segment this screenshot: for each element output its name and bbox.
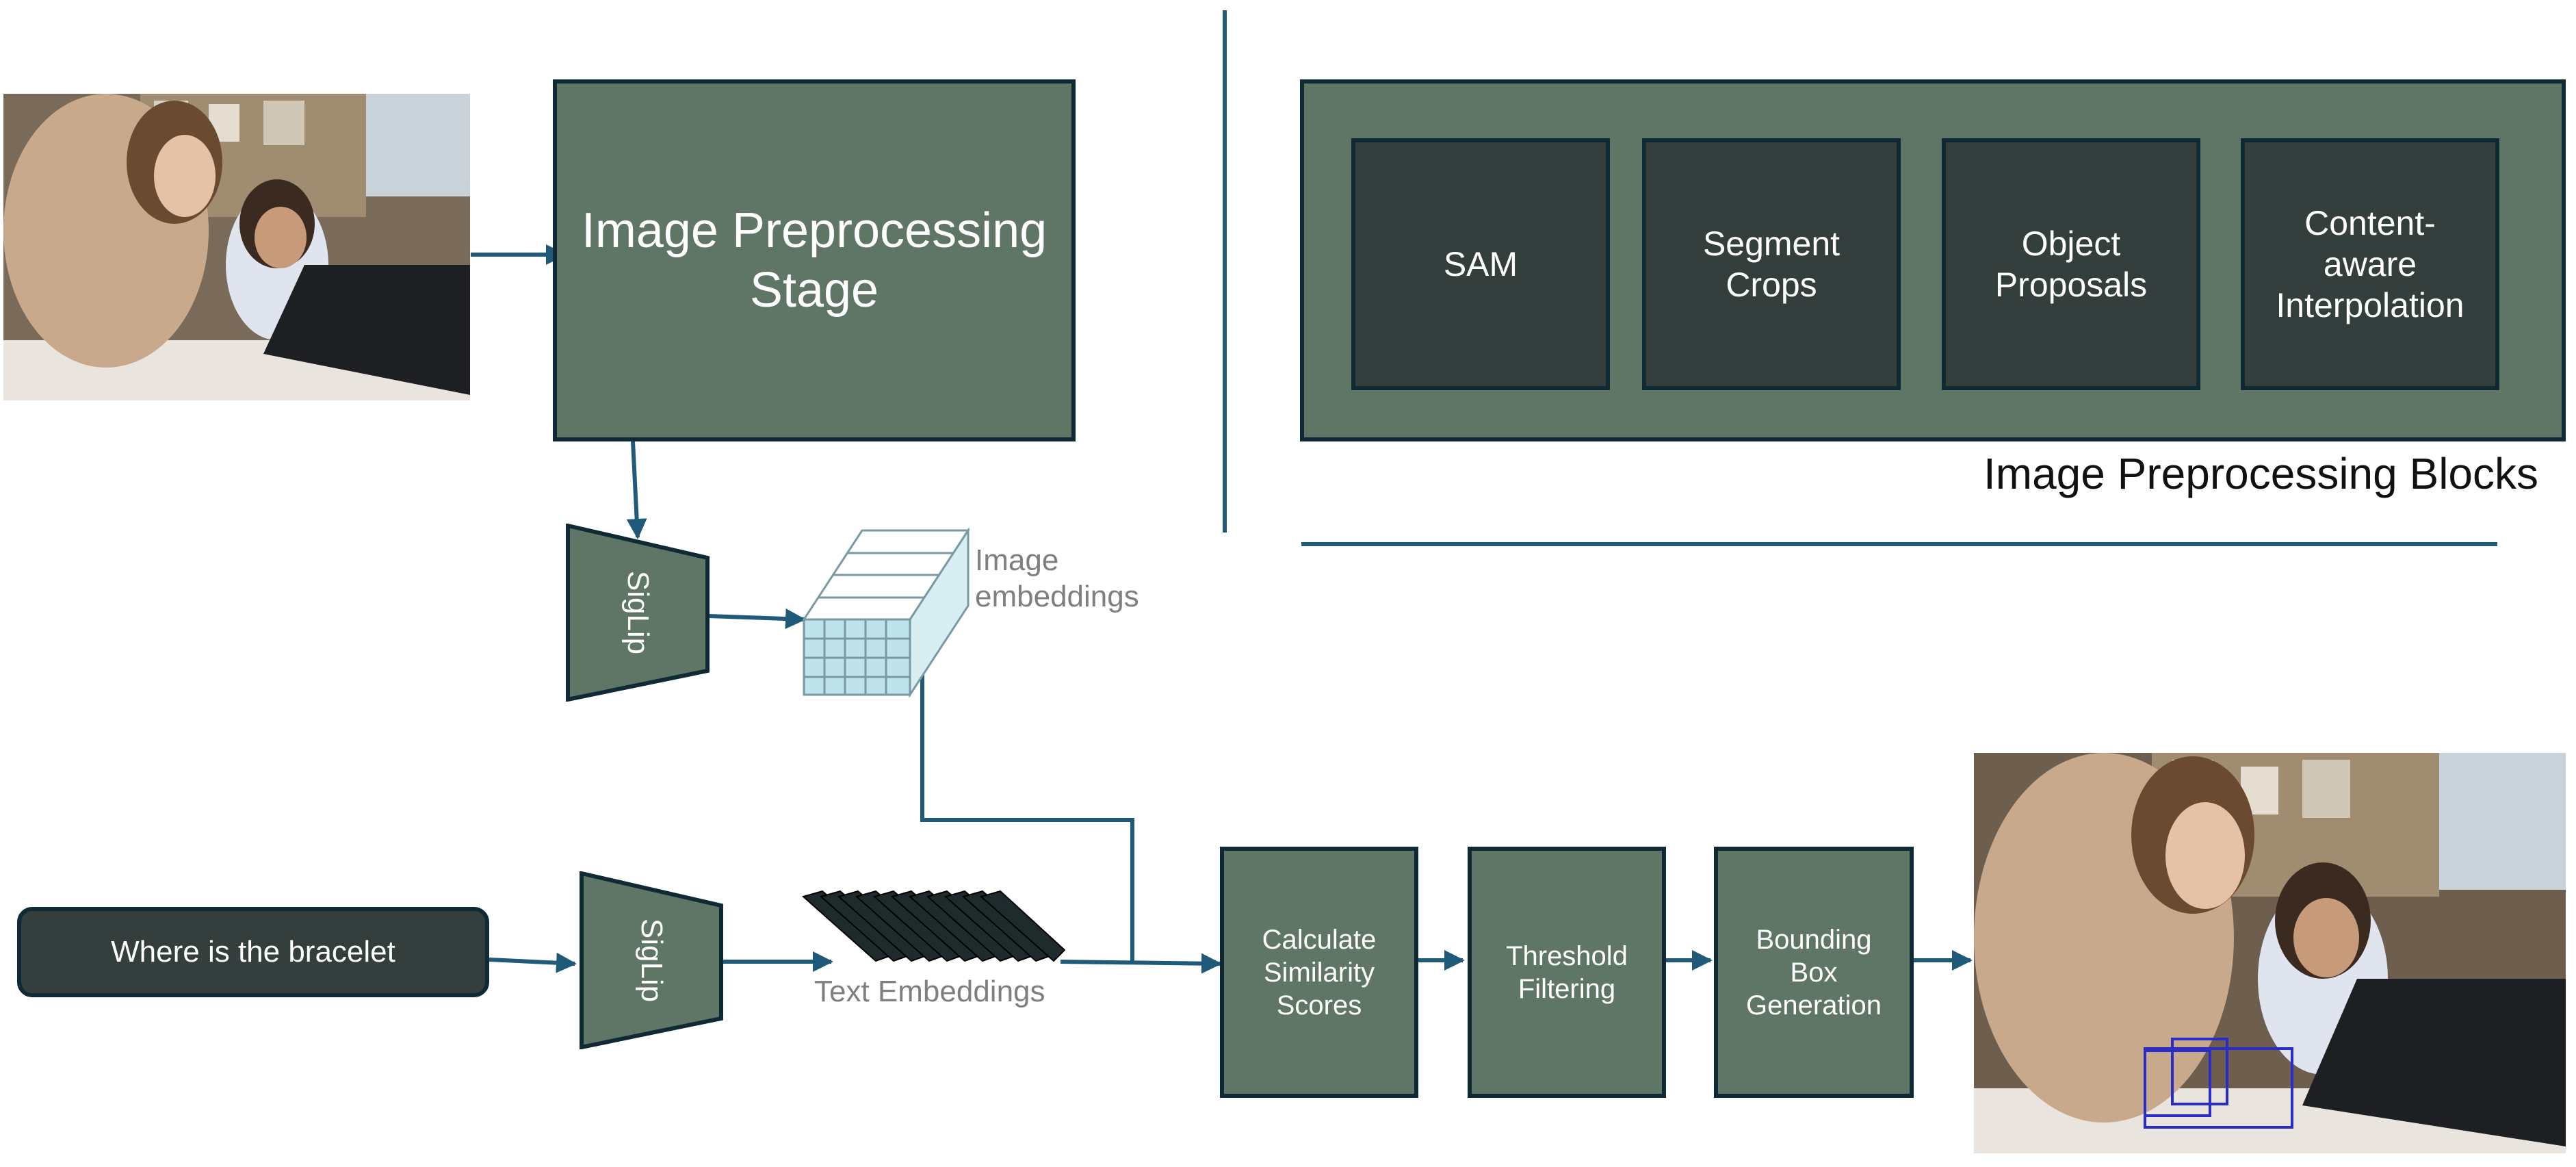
siglip-label-text: SigLip xyxy=(635,918,668,1003)
arrow-query-to-siglip xyxy=(489,952,577,973)
image-preprocessing-stage-box: Image Preprocessing Stage xyxy=(553,79,1076,441)
text-embeddings-stack xyxy=(801,890,1066,962)
block-sam: SAM xyxy=(1351,138,1610,390)
threshold-filtering-box: Threshold Filtering xyxy=(1468,847,1666,1098)
detection-box-2 xyxy=(2171,1038,2228,1105)
input-photo xyxy=(3,94,470,400)
preprocessing-blocks-title: Image Preprocessing Blocks xyxy=(1983,449,2538,498)
image-preprocessing-stage-label: Image Preprocessing Stage xyxy=(581,203,1048,318)
arrow-siglip-to-image-embeddings xyxy=(708,608,806,630)
similarity-scores-box: Calculate Similarity Scores xyxy=(1220,847,1418,1098)
siglip-encoder-text: SigLip xyxy=(580,871,723,1049)
similarity-scores-label: Calculate Similarity Scores xyxy=(1262,924,1377,1021)
siglip-encoder-image: SigLip xyxy=(566,524,710,702)
block-object-proposals-label: Object Proposals xyxy=(1994,225,2148,304)
block-object-proposals: Object Proposals xyxy=(1942,138,2200,390)
block-content-aware-interpolation-label: Content- aware Interpolation xyxy=(2276,204,2464,324)
query-text: Where is the bracelet xyxy=(111,935,395,969)
arrow-stage-to-siglip xyxy=(626,441,647,539)
query-input-box[interactable]: Where is the bracelet xyxy=(17,907,489,997)
block-segment-crops: Segment Crops xyxy=(1642,138,1901,390)
text-embeddings-label: Text Embeddings xyxy=(814,975,1045,1008)
bounding-box-generation-box: Bounding Box Generation xyxy=(1714,847,1914,1098)
bounding-box-generation-label: Bounding Box Generation xyxy=(1746,924,1882,1021)
block-segment-crops-label: Segment Crops xyxy=(1702,225,1840,304)
image-embeddings-label: Image embeddings xyxy=(975,543,1139,613)
output-photo xyxy=(1974,753,2566,1153)
block-content-aware-interpolation: Content- aware Interpolation xyxy=(2241,138,2499,390)
line-image-embeddings-down xyxy=(920,674,1134,962)
detection-box-3 xyxy=(2144,1047,2293,1129)
threshold-filtering-label: Threshold Filtering xyxy=(1506,940,1628,1004)
siglip-label-image: SigLip xyxy=(621,570,655,655)
block-sam-label: SAM xyxy=(1443,245,1518,283)
arrow-embeddings-to-similarity xyxy=(1060,953,1222,974)
image-embeddings-stack xyxy=(802,526,970,699)
